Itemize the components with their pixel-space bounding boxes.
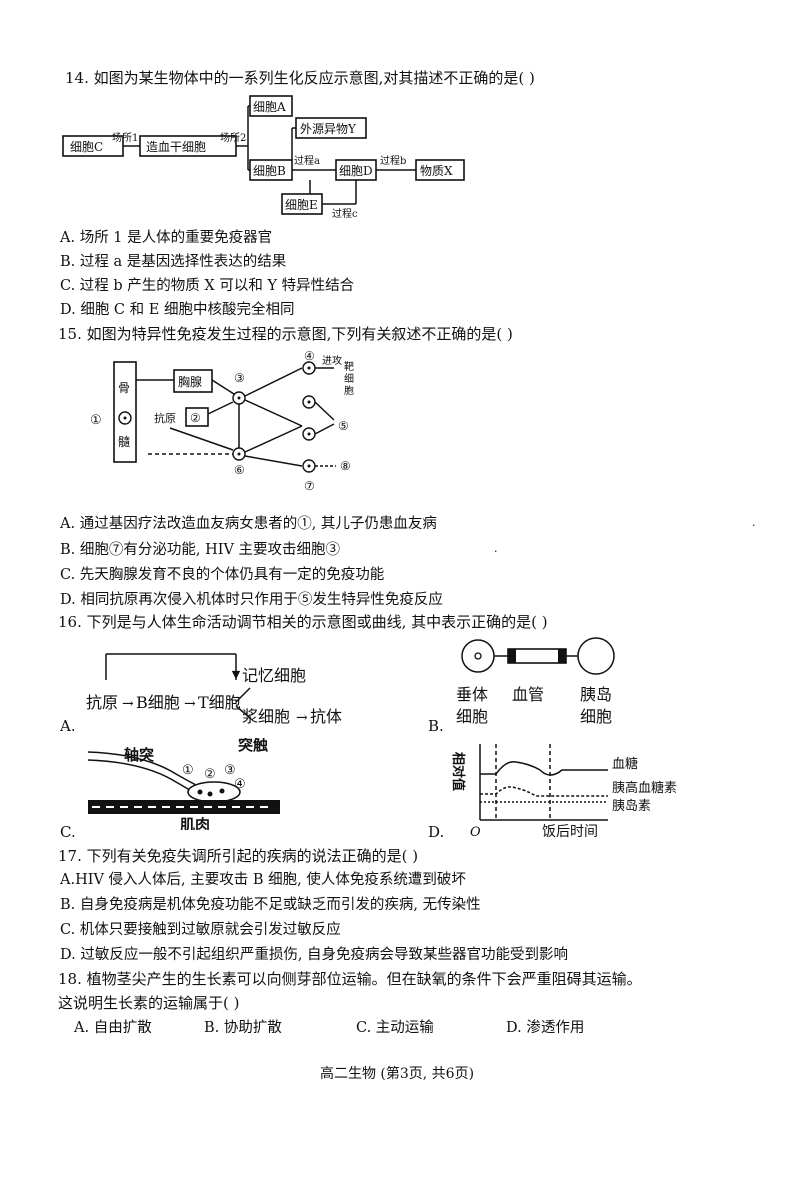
q15-n2: ② bbox=[190, 411, 201, 425]
q16b-islet1: 胰岛 bbox=[580, 685, 612, 704]
q17-option-a: A.HIV 侵入人体后, 主要攻击 B 细胞, 使人体免疫系统遭到破坏 bbox=[60, 872, 466, 888]
q18-stem-line2: 这说明生长素的运输属于( ) bbox=[58, 994, 240, 1012]
foreign-y-label: 外源异物Y bbox=[300, 122, 357, 136]
q16-label-c: C. bbox=[60, 823, 76, 841]
cell-d-label: 细胞D bbox=[339, 164, 373, 178]
q15-n8: ⑧ bbox=[340, 459, 351, 473]
substance-x-label: 物质X bbox=[420, 164, 453, 178]
q15-bone2: 髓 bbox=[118, 435, 130, 449]
process-a-label: 过程a bbox=[294, 154, 320, 167]
q16a-antibody: 抗体 bbox=[310, 707, 342, 726]
q16c-c3: ③ bbox=[224, 763, 236, 778]
q16d-s1: 血糖 bbox=[612, 756, 638, 772]
q16a-tcell: T细胞 bbox=[198, 693, 241, 712]
q15-n6: ⑥ bbox=[234, 463, 245, 477]
q15-option-c: C. 先天胸腺发育不良的个体仍具有一定的免疫功能 bbox=[60, 567, 385, 583]
page-footer: 高二生物 (第3页, 共6页) bbox=[319, 1066, 475, 1082]
cell-e-label: 细胞E bbox=[285, 198, 318, 212]
q15-n4: ④ bbox=[304, 350, 315, 363]
q16a-antigen: 抗原 bbox=[86, 693, 118, 712]
q18-option-b: B. 协助扩散 bbox=[204, 1020, 282, 1036]
q14-option-c: C. 过程 b 产生的物质 X 可以和 Y 特异性结合 bbox=[60, 278, 355, 294]
cell-b-label: 细胞B bbox=[253, 164, 286, 178]
q16d-s2: 胰高血糖素 bbox=[612, 780, 677, 796]
q16c-c4: ④ bbox=[234, 777, 246, 792]
q15-n1: ① bbox=[90, 413, 102, 428]
process-c-label: 过程c bbox=[332, 207, 358, 220]
q16-label-d: D. bbox=[428, 823, 445, 841]
svg-text:→: → bbox=[184, 696, 196, 712]
q15-option-b: B. 细胞⑦有分泌功能, HIV 主要攻击细胞③ bbox=[60, 542, 341, 558]
q18-option-c: C. 主动运输 bbox=[356, 1020, 434, 1036]
q16-diagram-d: 相对值 血糖 胰高血糖素 胰岛素 O 饭后时间 bbox=[450, 744, 677, 840]
q16d-xlabel: 饭后时间 bbox=[542, 824, 598, 840]
q14-diagram: 细胞C 场所1 造血干细胞 场所2 细胞A 细胞B 外源异物Y 过程a 细胞D … bbox=[62, 95, 465, 220]
q14-stem: 14. 如图为某生物体中的一系列生化反应示意图,对其描述不正确的是( ) bbox=[65, 69, 535, 87]
q16b-pit1: 垂体 bbox=[456, 685, 488, 704]
site1-label: 场所1 bbox=[112, 131, 138, 144]
scan-speck: · bbox=[494, 545, 498, 558]
scan-speck: · bbox=[752, 519, 756, 532]
q15-target1: 靶 bbox=[344, 360, 354, 373]
q16b-pit2: 细胞 bbox=[456, 707, 488, 726]
process-b-label: 过程b bbox=[380, 154, 406, 167]
q15-n5: ⑤ bbox=[338, 419, 349, 433]
q14-option-b: B. 过程 a 是基因选择性表达的结果 bbox=[60, 254, 287, 270]
q15-target3: 胞 bbox=[344, 385, 354, 397]
q16c-synapse: 突触 bbox=[238, 738, 268, 754]
svg-text:→: → bbox=[122, 696, 134, 712]
q16c-c2: ② bbox=[204, 767, 216, 782]
q16c-muscle: 肌肉 bbox=[180, 816, 210, 830]
q15-attack: 进攻 bbox=[322, 354, 342, 367]
hsc-label: 造血干细胞 bbox=[146, 140, 206, 154]
q17-stem: 17. 下列有关免疫失调所引起的疾病的说法正确的是( ) bbox=[58, 847, 419, 865]
q17-option-d: D. 过敏反应一般不引起组织严重损伤, 自身免疫病会导致某些器官功能受到影响 bbox=[60, 947, 569, 963]
q15-bone1: 骨 bbox=[118, 381, 130, 395]
svg-text:▼: ▼ bbox=[232, 668, 241, 681]
q17-option-b: B. 自身免疫病是机体免疫功能不足或缺乏而引发的疾病, 无传染性 bbox=[60, 897, 481, 913]
cell-a-label: 细胞A bbox=[253, 100, 286, 114]
q14-option-d: D. 细胞 C 和 E 细胞中核酸完全相同 bbox=[60, 302, 295, 318]
q16c-axon: 轴突 bbox=[124, 746, 154, 764]
q15-option-d: D. 相同抗原再次侵入机体时只作用于⑤发生特异性免疫反应 bbox=[60, 592, 443, 608]
q15-n3: ③ bbox=[234, 371, 245, 385]
q15-stem: 15. 如图为特异性免疫发生过程的示意图,下列有关叙述不正确的是( ) bbox=[58, 325, 513, 343]
q16a-memory: 记忆细胞 bbox=[242, 666, 306, 685]
q18-option-a: A. 自由扩散 bbox=[74, 1020, 152, 1036]
q18-stem-line1: 18. 植物茎尖产生的生长素可以向侧芽部位运输。但在缺氧的条件下会严重阻碍其运输… bbox=[58, 970, 642, 988]
q15-n7: ⑦ bbox=[304, 479, 315, 493]
q15-target2: 细 bbox=[344, 372, 354, 385]
q16d-ylabel: 相对值 bbox=[450, 752, 466, 791]
q16b-islet2: 细胞 bbox=[580, 707, 612, 726]
q16-stem: 16. 下列是与人体生命活动调节相关的示意图或曲线, 其中表示正确的是( ) bbox=[58, 613, 548, 631]
q16-diagram-c: 轴突 突触 ① ② ③ ④ 肌肉 bbox=[87, 738, 280, 830]
cell-c-label: 细胞C bbox=[70, 140, 103, 154]
q15-diagram: ① 骨 髓 胸腺 ③ 抗原 ② ⑥ ④ 进攻 靶 细 胞 bbox=[90, 350, 354, 493]
q15-thymus: 胸腺 bbox=[178, 374, 202, 389]
q14-option-a: A. 场所 1 是人体的重要免疫器官 bbox=[60, 230, 273, 246]
q16-diagram-a: ▼ 记忆细胞 抗原 → B细胞 → T细胞 浆细胞 → 抗体 bbox=[86, 653, 342, 726]
q16-label-a: A. bbox=[60, 717, 76, 735]
q18-option-d: D. 渗透作用 bbox=[506, 1020, 585, 1036]
q16d-s3: 胰岛素 bbox=[612, 798, 651, 814]
q16-diagram-b: 垂体 细胞 血管 胰岛 细胞 bbox=[456, 637, 615, 726]
q16d-origin: O bbox=[470, 825, 481, 840]
q15-option-a: A. 通过基因疗法改造血友病女患者的①, 其儿子仍患血友病 bbox=[60, 516, 437, 532]
q16a-plasma: 浆细胞 bbox=[242, 707, 290, 726]
q16a-bcell: B细胞 bbox=[136, 693, 180, 712]
svg-text:→: → bbox=[296, 710, 308, 726]
q16b-vessel: 血管 bbox=[512, 685, 544, 704]
site2-label: 场所2 bbox=[220, 131, 246, 144]
q16-label-b: B. bbox=[428, 717, 444, 735]
q16c-c1: ① bbox=[182, 763, 194, 778]
q15-antigen: 抗原 bbox=[154, 411, 176, 425]
q17-option-c: C. 机体只要接触到过敏原就会引发过敏反应 bbox=[60, 922, 341, 938]
